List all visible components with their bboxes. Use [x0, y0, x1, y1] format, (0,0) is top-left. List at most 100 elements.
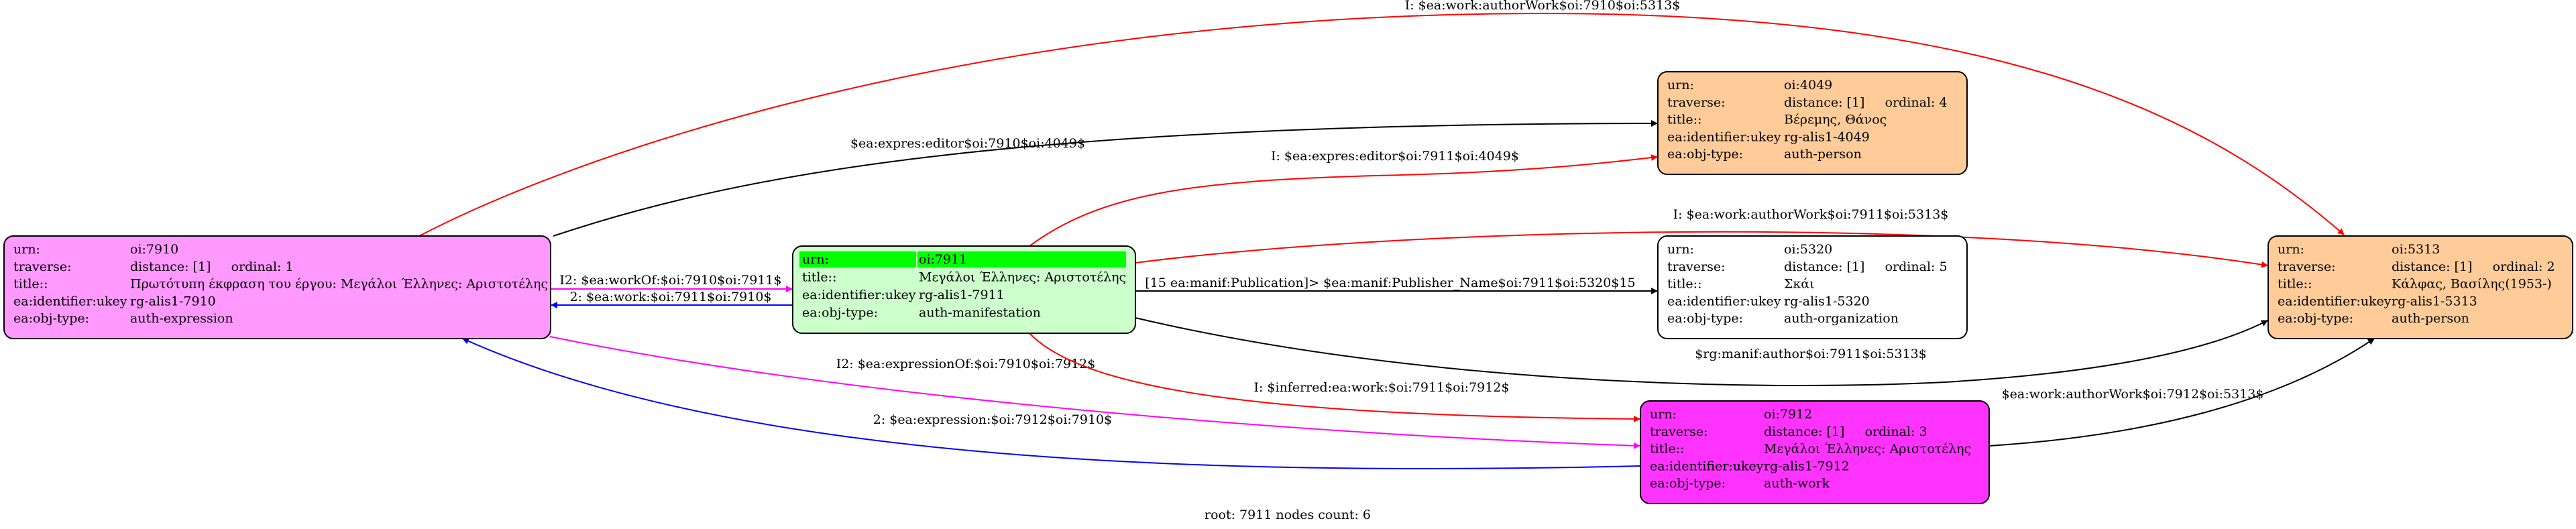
node-box [1640, 400, 1990, 504]
edge-label: $ea:work:authorWork$oi:7912$oi:5313$ [2002, 387, 2264, 402]
node-field-value: Μεγάλοι Έλληνες: Αριστοτέλης [919, 270, 1126, 285]
node-field-key: ea:identifier:ukey [13, 294, 127, 308]
node-field-key: ea:obj-type: [1650, 476, 1726, 491]
node-field-key: traverse: [1667, 259, 1726, 274]
node-field-value: oi:4049 [1784, 78, 1832, 93]
node-box [2267, 235, 2573, 339]
node-field-value: auth-person [1784, 147, 1862, 162]
node-field-value: rg-alis1-7912 [1764, 459, 1850, 473]
node-field-key: ea:identifier:ukey [1667, 129, 1781, 144]
node-box [792, 245, 1136, 334]
node-field-key: ea:obj-type: [13, 311, 89, 326]
node-field-value: oi:5313 [2392, 242, 2440, 257]
root-value-highlight [917, 251, 1126, 268]
node-oi-5313[interactable]: urn: oi:5313 traverse: distance: [1] ordina… [2267, 235, 2573, 339]
edge-label: I: $ea:work:authorWork$oi:7910$oi:5313$ [1405, 0, 1681, 13]
edge-7910-to-5313[interactable]: I: $ea:work:authorWork$oi:7910$oi:5313$ [418, 0, 2345, 237]
edge-path [1029, 333, 1640, 422]
node-field-value: oi:7912 [1764, 407, 1812, 422]
node-field-key: ea:identifier:ukey [1650, 459, 1764, 473]
node-field-key: ea:obj-type: [1667, 311, 1743, 326]
node-oi-4049[interactable]: urn: oi:4049 traverse: distance: [1] ordina… [1657, 71, 1968, 175]
node-field-value: auth-organization [1784, 311, 1899, 326]
node-field-key: title:: [13, 277, 48, 292]
node-field-value: rg-alis1-5320 [1784, 294, 1870, 308]
edge-7911-to-7912[interactable]: I: $inferred:ea:work:$oi:7911$oi:7912$ [1029, 333, 1640, 422]
node-field-key: title:: [802, 270, 836, 285]
node-field-key: urn: [1667, 78, 1694, 93]
node-field-value: distance: [1] ordinal: 3 [1764, 424, 1927, 439]
edge-path [418, 12, 2345, 237]
node-field-value: oi:5320 [1784, 242, 1832, 257]
node-field-key: ea:identifier:ukey [2278, 294, 2392, 308]
edge-label: $rg:manif:author$oi:7911$oi:5313$ [1695, 347, 1927, 361]
edge-7910-to-7911[interactable]: I2: $ea:workOf:$oi:7910$oi:7911$ [550, 273, 793, 292]
edge-label: [15 ea:manif:Publication]> $ea:manif:Pub… [1145, 276, 1635, 290]
node-field-key: traverse: [1650, 424, 1708, 439]
node-field-key: urn: [13, 242, 40, 257]
node-field-value: distance: [1] ordinal: 2 [2392, 259, 2555, 274]
edge-path [1135, 317, 2268, 386]
nodes: urn: oi:7910 traverse: distance: [1] ordina… [3, 71, 2573, 504]
edge-7910-to-4049[interactable]: $ea:expres:editor$oi:7910$oi:4049$ [553, 120, 1658, 237]
edge-label: 2: $ea:expression:$oi:7912$oi:7910$ [873, 412, 1113, 427]
node-field-value: distance: [1] ordinal: 4 [1784, 95, 1948, 110]
edge-7910-to-7912[interactable]: I2: $ea:expressionOf:$oi:7910$oi:7912$ [549, 336, 1640, 449]
node-box [1657, 235, 1968, 339]
node-field-value: Βέρεμης, Θάνος [1784, 113, 1887, 127]
edge-7911-to-7910[interactable]: 2: $ea:work:$oi:7911$oi:7910$ [551, 290, 792, 308]
edge-path [1135, 231, 2268, 268]
node-field-key: urn: [2278, 242, 2304, 257]
edge-7911-to-5320[interactable]: [15 ea:manif:Publication]> $ea:manif:Pub… [1135, 276, 1658, 294]
node-field-key: traverse: [13, 259, 72, 274]
node-box [3, 235, 551, 339]
node-field-key: ea:obj-type: [802, 306, 878, 320]
node-field-value: auth-expression [130, 311, 233, 326]
node-field-value: oi:7910 [130, 242, 178, 257]
edge-label: I: $ea:work:authorWork$oi:7911$oi:5313$ [1673, 207, 1949, 222]
node-field-value: auth-person [2392, 311, 2469, 326]
node-oi-5320[interactable]: urn: oi:5320 traverse: distance: [1] ordina… [1657, 235, 1968, 339]
edge-label: $ea:expres:editor$oi:7910$oi:4049$ [850, 136, 1085, 151]
node-field-key: ea:identifier:ukey [1667, 294, 1781, 308]
node-field-key: traverse: [1667, 95, 1726, 110]
edge-label: I2: $ea:expressionOf:$oi:7910$oi:7912$ [836, 357, 1096, 371]
edge-7912-to-7910[interactable]: 2: $ea:expression:$oi:7912$oi:7910$ [462, 338, 1640, 469]
node-field-key: urn: [1650, 407, 1677, 422]
node-field-key: title:: [1667, 277, 1701, 292]
node-field-key: traverse: [2278, 259, 2336, 274]
node-field-value: auth-work [1764, 476, 1830, 491]
node-field-value: Σκάι [1784, 277, 1815, 292]
node-oi-7912[interactable]: urn: oi:7912 traverse: distance: [1] ordina… [1640, 400, 1990, 504]
edge-path [549, 336, 1640, 449]
edge-path [1029, 154, 1658, 247]
edge-label: 2: $ea:work:$oi:7911$oi:7910$ [569, 290, 771, 304]
node-field-key: ea:identifier:ukey [802, 288, 916, 302]
edge-label: I: $ea:expres:editor$oi:7911$oi:4049$ [1271, 149, 1519, 164]
node-box [1657, 71, 1968, 175]
root-key-highlight [799, 251, 916, 268]
node-field-value: rg-alis1-4049 [1784, 129, 1870, 144]
edge-path [462, 338, 1640, 469]
edge-7912-to-5313[interactable]: $ea:work:authorWork$oi:7912$oi:5313$ [1989, 338, 2375, 447]
edge-label: I2: $ea:workOf:$oi:7910$oi:7911$ [559, 273, 781, 288]
node-field-value: oi:7911 [919, 252, 967, 267]
node-field-key: title:: [1650, 442, 1684, 457]
node-field-key: urn: [802, 252, 829, 267]
edge-7911-to-5313-author[interactable]: $rg:manif:author$oi:7911$oi:5313$ [1135, 317, 2268, 386]
node-field-value: rg-alis1-5313 [2392, 294, 2477, 308]
edges: I: $ea:work:authorWork$oi:7910$oi:5313$ … [418, 0, 2375, 469]
node-field-value: Μεγάλοι Έλληνες: Αριστοτέλης [1764, 442, 1971, 457]
edge-label: I: $inferred:ea:work:$oi:7911$oi:7912$ [1253, 380, 1509, 395]
node-field-key: title:: [1667, 113, 1701, 127]
node-field-value: distance: [1] ordinal: 5 [1784, 259, 1948, 274]
node-field-key: urn: [1667, 242, 1694, 257]
node-field-value: rg-alis1-7910 [130, 294, 216, 308]
node-field-key: ea:obj-type: [2278, 311, 2353, 326]
node-field-value: rg-alis1-7911 [919, 288, 1005, 302]
edge-7911-to-5313[interactable]: I: $ea:work:authorWork$oi:7911$oi:5313$ [1135, 207, 2268, 268]
edge-7911-to-4049[interactable]: I: $ea:expres:editor$oi:7911$oi:4049$ [1029, 149, 1658, 247]
